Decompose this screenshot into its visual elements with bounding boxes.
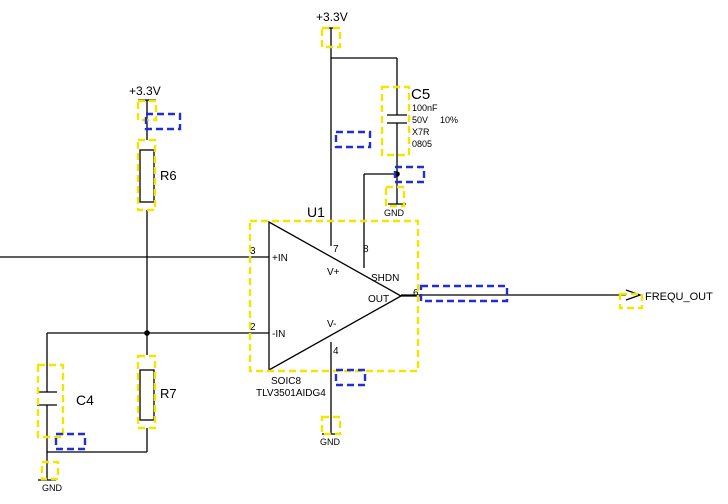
highlight-blue-c5-node[interactable] xyxy=(393,165,426,184)
pin-shdn-name: SHDN xyxy=(371,273,399,284)
pin-vplus-name: V+ xyxy=(327,267,340,278)
highlight-u1-ground[interactable] xyxy=(320,415,342,436)
junction-dot-divider xyxy=(144,330,150,336)
wires xyxy=(0,40,626,470)
capacitor-c5-dielectric: X7R xyxy=(412,127,430,137)
capacitor-c5-refdes: C5 xyxy=(411,86,430,103)
ground-label-c5: GND xyxy=(384,208,405,218)
capacitor-c4-refdes: C4 xyxy=(76,392,94,408)
opamp-package: SOIC8 xyxy=(271,376,301,387)
power-label-top: +3.3V xyxy=(316,10,348,24)
highlight-boxes-blue xyxy=(54,112,509,451)
opamp-refdes: U1 xyxy=(307,204,325,220)
highlight-blue-vplus-wire[interactable] xyxy=(334,130,372,149)
pin-out-name: OUT xyxy=(368,294,389,305)
opamp-u1: U1 3 +IN 2 -IN 7 V+ 8 SHDN 6 OUT 4 V- SO… xyxy=(250,204,420,399)
highlight-blue-output[interactable] xyxy=(419,284,509,303)
power-symbols: +3.3V +3.3V xyxy=(129,10,348,101)
pin-in-plus-number: 3 xyxy=(250,246,256,257)
pin-shdn-number: 8 xyxy=(363,244,369,255)
resistor-r7-refdes: R7 xyxy=(160,386,177,401)
capacitor-c5-tolerance: 10% xyxy=(440,115,458,125)
highlight-r6[interactable] xyxy=(136,138,157,212)
highlight-blue-r6-top[interactable] xyxy=(144,112,182,131)
pin-out-number: 6 xyxy=(413,288,419,299)
capacitor-c5-package: 0805 xyxy=(412,139,432,149)
highlight-c5[interactable] xyxy=(380,85,411,157)
highlight-boxes-yellow xyxy=(36,26,644,481)
resistor-r6-refdes: R6 xyxy=(160,168,177,183)
highlight-c4-ground[interactable] xyxy=(40,460,60,481)
opamp-triangle xyxy=(268,220,403,372)
pin-vminus-name: V- xyxy=(327,319,336,330)
ground-c5: GND xyxy=(384,190,406,218)
capacitor-c5-value: 100nF xyxy=(412,103,438,113)
power-label-r6: +3.3V xyxy=(129,84,161,98)
capacitor-c5: C5 100nF 50V 10% X7R 0805 xyxy=(387,86,458,150)
pin-in-plus-name: +IN xyxy=(272,253,288,264)
capacitor-c5-voltage: 50V xyxy=(412,115,428,125)
pin-in-minus-number: 2 xyxy=(250,322,256,333)
ground-label-u1: GND xyxy=(320,437,341,447)
pin-in-minus-name: -IN xyxy=(272,329,285,340)
net-port-arrow-icon xyxy=(625,289,642,301)
resistor-r6: R6 xyxy=(139,149,177,203)
pin-vminus-number: 4 xyxy=(333,346,339,357)
ground-label-c4: GND xyxy=(42,483,63,493)
resistor-r6-body xyxy=(139,149,155,203)
capacitor-c4: C4 xyxy=(37,391,94,408)
pin-vplus-number: 7 xyxy=(333,244,339,255)
highlight-c4[interactable] xyxy=(36,363,65,439)
highlight-blue-vminus[interactable] xyxy=(334,368,367,387)
highlight-u1[interactable] xyxy=(248,219,420,373)
resistor-r7: R7 xyxy=(139,369,177,421)
highlight-output-port[interactable] xyxy=(618,292,644,310)
highlight-top-power[interactable] xyxy=(320,26,342,49)
net-port-frequ-out: FREQU_OUT xyxy=(625,289,713,303)
opamp-part-number: TLV3501AIDG4 xyxy=(256,388,326,399)
highlight-blue-c4-bottom[interactable] xyxy=(54,432,87,451)
highlight-c5-ground[interactable] xyxy=(384,185,406,208)
resistor-r7-body xyxy=(139,369,155,421)
net-port-label: FREQU_OUT xyxy=(645,291,713,303)
